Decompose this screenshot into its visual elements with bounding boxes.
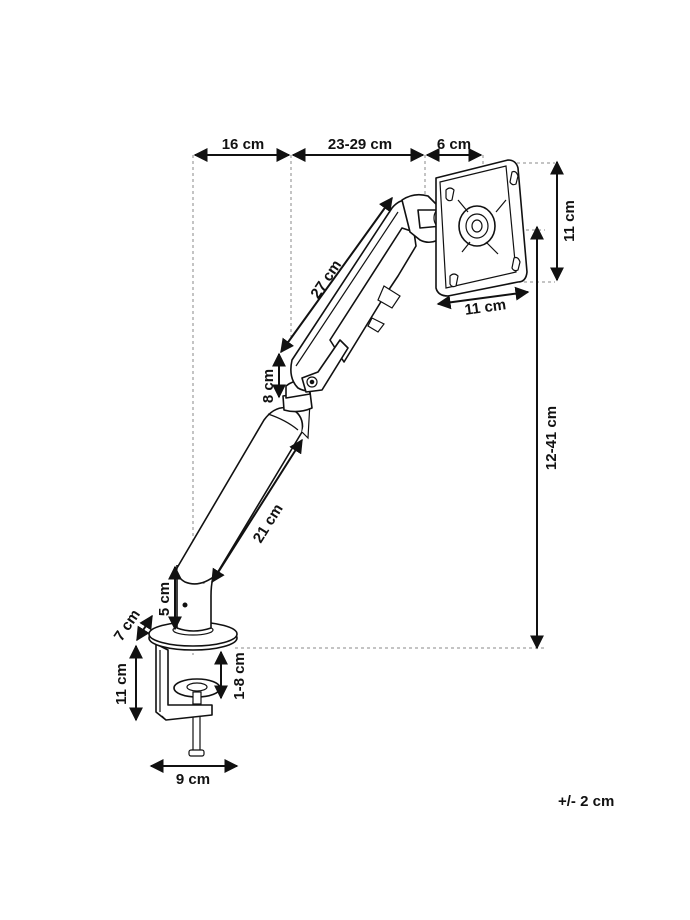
dimension-arrows bbox=[129, 148, 564, 773]
arrow-plate-width bbox=[436, 286, 530, 310]
clamp-bracket bbox=[155, 643, 213, 721]
label-clamp-width: 9 cm bbox=[176, 771, 210, 788]
lower-arm bbox=[175, 401, 311, 585]
upper-arm bbox=[290, 198, 421, 393]
label-clamp-gap: 1-8 cm bbox=[231, 652, 248, 700]
arrow-base-disc bbox=[136, 614, 153, 642]
tolerance-note: +/- 2 cm bbox=[558, 793, 615, 810]
monitor-arm-drawing bbox=[148, 159, 528, 757]
label-pole: 5 cm bbox=[156, 582, 173, 616]
label-plate-width: 11 cm bbox=[464, 296, 508, 319]
label-joint: 8 cm bbox=[260, 369, 277, 403]
label-top-left: 16 cm bbox=[222, 136, 265, 153]
label-top-middle: 23-29 cm bbox=[328, 136, 392, 153]
vesa-plate bbox=[435, 159, 528, 297]
label-height-range: 12-41 cm bbox=[543, 406, 560, 470]
arrow-upper-arm bbox=[280, 196, 393, 354]
label-top-right: 6 cm bbox=[437, 136, 471, 153]
clamp-knob bbox=[173, 678, 221, 705]
arrow-lower-arm bbox=[211, 438, 303, 584]
label-plate-height: 11 cm bbox=[561, 200, 578, 242]
label-clamp-height: 11 cm bbox=[113, 663, 130, 705]
